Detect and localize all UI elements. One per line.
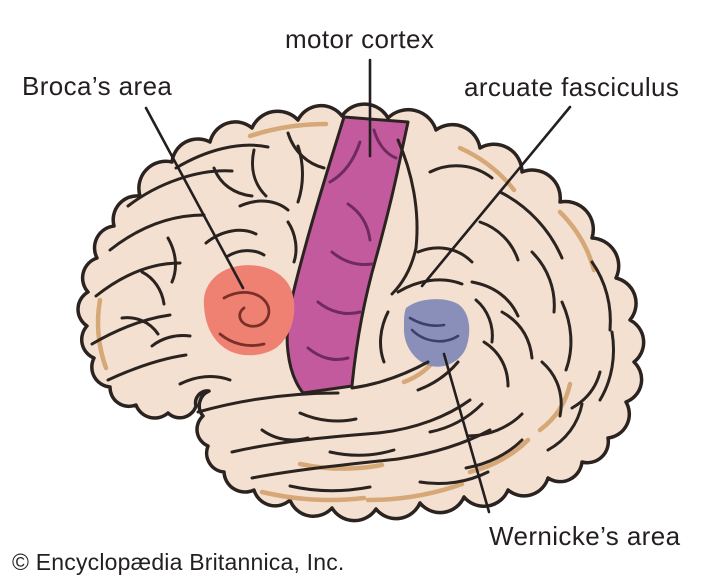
arcuate-leader-line [420,105,572,288]
broca-area-label: Broca’s area [22,71,173,101]
arcuate-fasciculus-label: arcuate fasciculus [464,72,680,102]
copyright-notice: © Encyclopædia Britannica, Inc. [12,549,345,575]
gyri-lines [90,131,615,493]
broca-leader-line [144,106,245,290]
wernicke-area-region [403,299,470,367]
motor-cortex-label: motor cortex [285,24,435,54]
broca-area-region [203,265,295,356]
motor-cortex-region [285,115,410,395]
wernicke-area-label: Wernicke’s area [489,521,681,551]
wernicke-leader-line [442,352,491,514]
leader-lines [144,58,572,514]
